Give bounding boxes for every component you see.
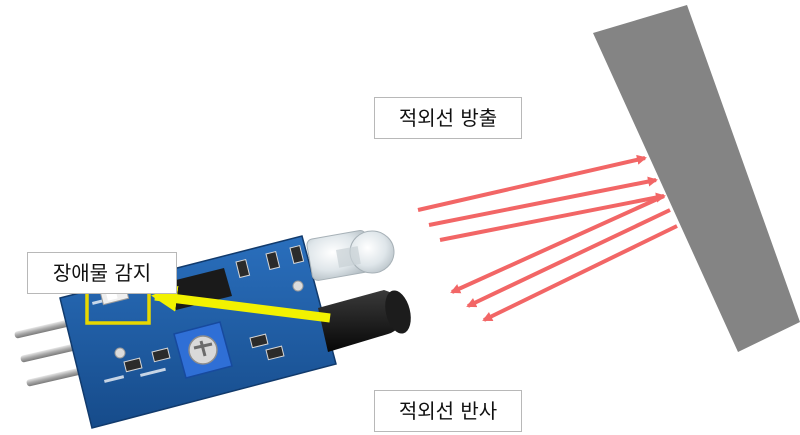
yellow-pointer-arrow — [151, 285, 331, 323]
label-ir-emission: 적외선 방출 — [374, 97, 522, 139]
ir-emitted-rays — [417, 154, 666, 242]
obstacle-plate — [593, 5, 800, 352]
reflected-ray-3 — [482, 224, 678, 322]
emitted-ray-3 — [439, 192, 666, 242]
mount-hole-left — [114, 347, 126, 359]
label-obstacle-detection: 장애물 감지 — [27, 252, 177, 294]
ir-receiver — [318, 290, 411, 352]
emitted-ray-2 — [428, 176, 658, 227]
ir-reflected-rays — [450, 194, 678, 322]
ir-emitter-led — [306, 230, 395, 281]
label-ir-reflection: 적외선 반사 — [374, 390, 522, 432]
reflected-ray-2 — [466, 208, 671, 308]
potentiometer — [173, 321, 233, 379]
mount-hole-right — [292, 280, 304, 292]
emitted-ray-1 — [417, 154, 647, 212]
smd-components — [123, 244, 305, 373]
reflected-ray-1 — [450, 194, 665, 294]
